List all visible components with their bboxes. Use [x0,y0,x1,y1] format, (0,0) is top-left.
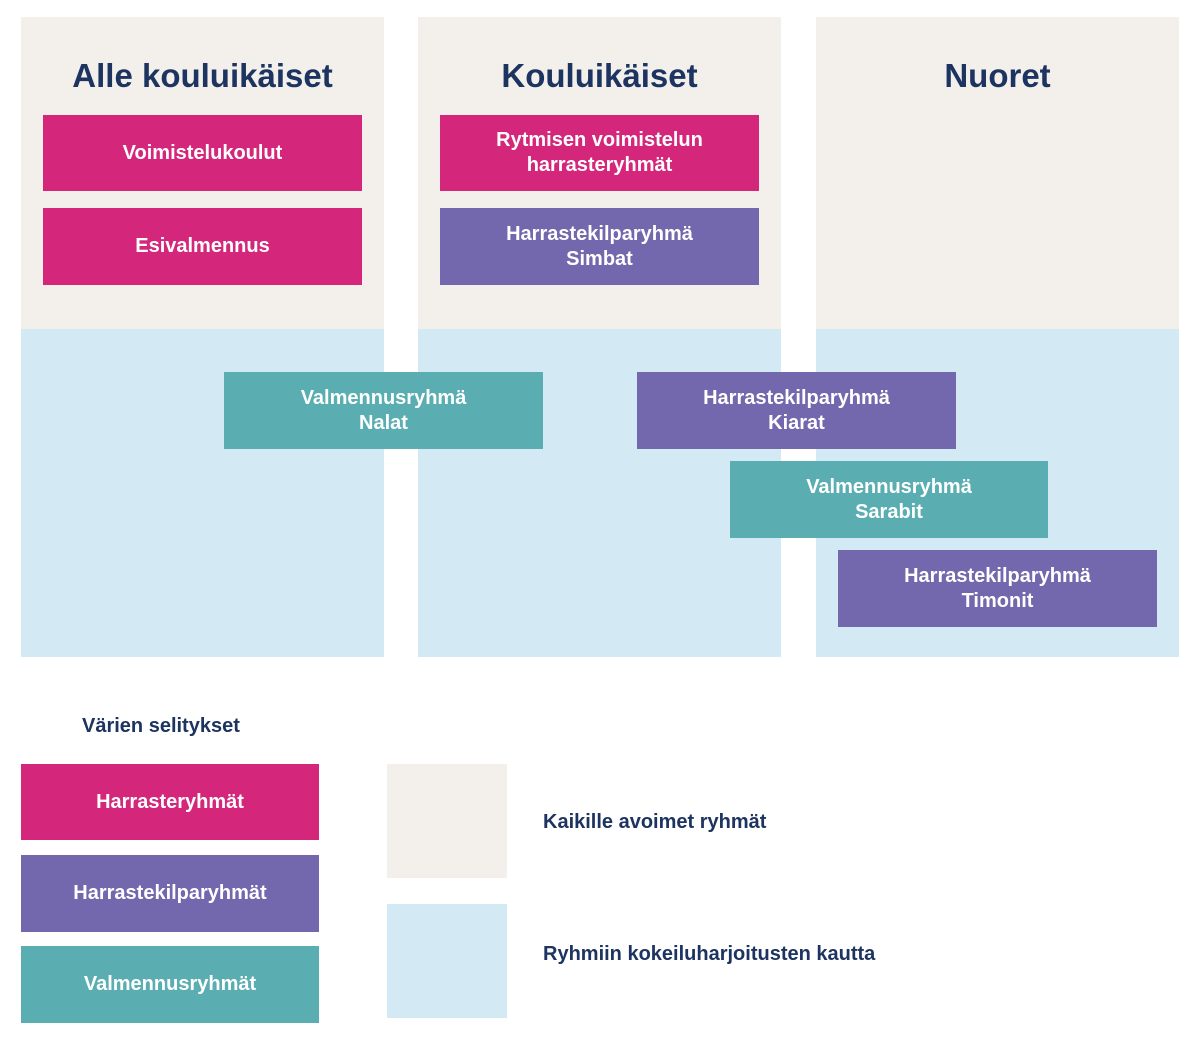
group-harrastekilparyhma-kiarat: Harrastekilparyhmä Kiarat [637,372,956,449]
legend-valmennusryhmat: Valmennusryhmät [21,946,319,1023]
column-title-nuoret: Nuoret [944,57,1051,94]
legend-title: Värien selitykset [82,715,240,737]
legend-label-kokeilu: Ryhmiin kokeiluharjoitusten kautta [543,943,876,965]
legend-harrasteryhmat: Harrasteryhmät [21,764,319,840]
legend-swatch-kokeilu [387,904,507,1018]
legend-label-avoimet: Kaikille avoimet ryhmät [543,811,767,833]
column-title-alle-kouluikaiset: Alle kouluikäiset [72,57,333,94]
group-valmennusryhma-nalat: Valmennusryhmä Nalat [224,372,543,449]
group-harrastekilparyhma-simbat: Harrastekilparyhmä Simbat [440,208,759,285]
legend-harrastekilparyhmat: Harrastekilparyhmät [21,855,319,932]
column-title-kouluikaiset: Kouluikäiset [501,57,698,94]
column-nuoret-open: Nuoret [816,17,1179,329]
legend-swatch-avoimet [387,764,507,878]
group-esivalmennus: Esivalmennus [43,208,362,285]
group-valmennusryhma-sarabit: Valmennusryhmä Sarabit [730,461,1048,538]
group-harrastekilparyhma-timonit: Harrastekilparyhmä Timonit [838,550,1157,627]
group-rytmisen-voimistelun-harrasteryhmat: Rytmisen voimistelun harrasteryhmät [440,115,759,191]
group-voimistelukoulut: Voimistelukoulut [43,115,362,191]
